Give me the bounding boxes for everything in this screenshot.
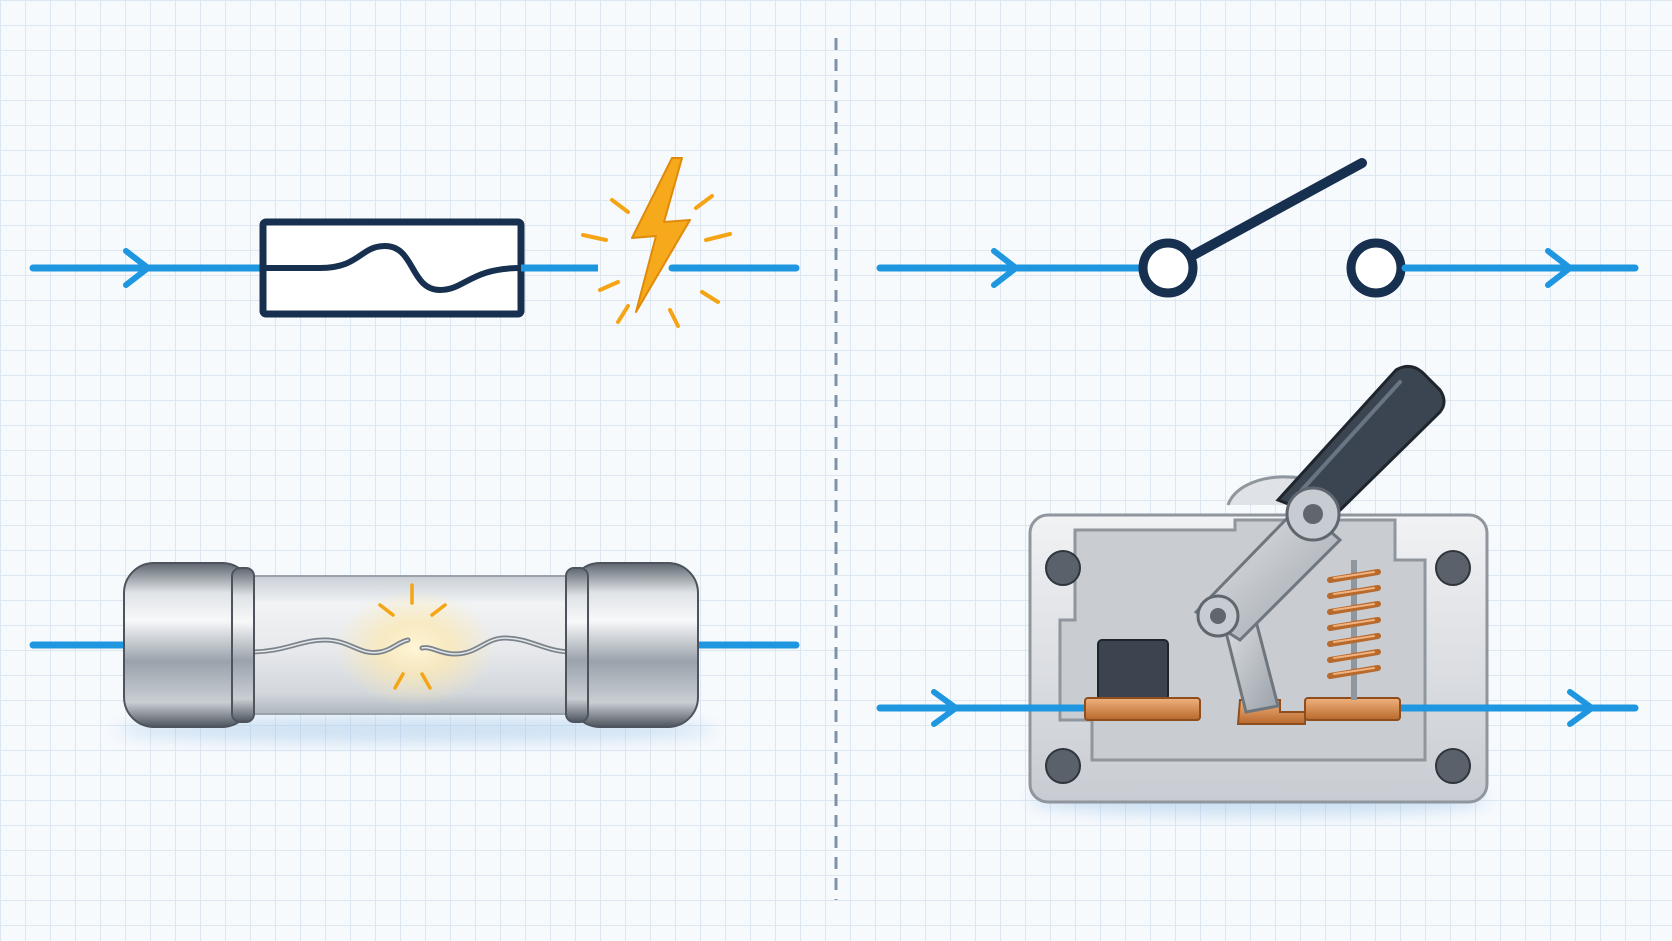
lightning-bolt-icon bbox=[631, 157, 691, 313]
fuse-element-symbol bbox=[260, 242, 524, 294]
mounting-holes bbox=[1045, 550, 1471, 784]
break-spark-icon bbox=[378, 583, 447, 690]
cartridge-fuse-illustration bbox=[29, 562, 800, 744]
fixed-contact-right bbox=[1304, 697, 1401, 721]
switch-panel bbox=[876, 158, 1639, 816]
current-arrow-icon bbox=[931, 689, 959, 727]
current-arrow-icon bbox=[123, 248, 151, 288]
fuse-panel bbox=[29, 157, 800, 744]
fixed-contact-left bbox=[1084, 697, 1201, 721]
switch-contact-left bbox=[1138, 238, 1198, 298]
switch-blade bbox=[1183, 158, 1367, 263]
spark-icon bbox=[581, 157, 732, 328]
current-arrow-icon bbox=[991, 248, 1019, 288]
toggle-switch-illustration bbox=[876, 365, 1639, 816]
switch-schematic-symbol bbox=[876, 158, 1639, 298]
fuse-schematic-symbol bbox=[29, 157, 800, 328]
terminal-block bbox=[1097, 639, 1169, 701]
toggle-handle bbox=[1275, 365, 1446, 522]
current-arrow-icon bbox=[1545, 248, 1573, 288]
switch-contact-right bbox=[1346, 238, 1406, 298]
filament-glow bbox=[335, 590, 495, 706]
current-arrow-icon bbox=[1567, 689, 1595, 727]
fuse-end-cap-right bbox=[569, 562, 699, 728]
spring-icon bbox=[1327, 560, 1381, 700]
